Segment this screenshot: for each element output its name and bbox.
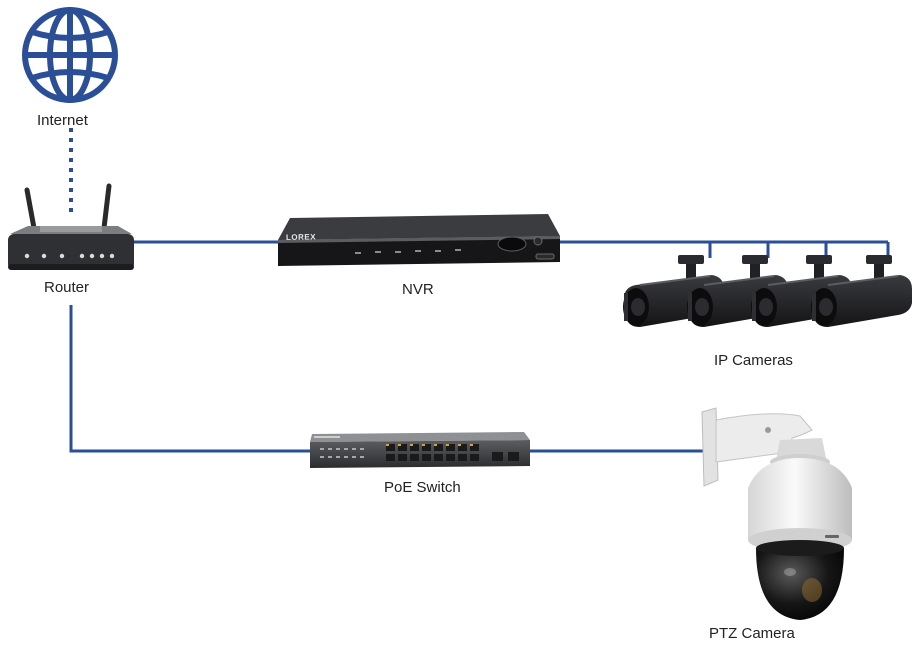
internet-label: Internet — [37, 112, 88, 129]
router-icon — [8, 183, 134, 270]
bullet-camera-icon — [810, 254, 913, 328]
ip-cameras-group — [622, 254, 913, 328]
ptz-camera-label: PTZ Camera — [709, 625, 795, 642]
router-switch-link — [69, 305, 312, 453]
connection-cables — [69, 128, 890, 453]
nvr-cameras-link — [556, 240, 890, 258]
network-switch-icon — [310, 432, 530, 468]
ip-cameras-label: IP Cameras — [714, 352, 793, 369]
nvr-brand-logo: LOREX — [286, 232, 316, 242]
router-label: Router — [44, 279, 90, 296]
nvr-label: NVR — [402, 281, 434, 298]
globe-icon — [22, 7, 118, 103]
nvr-recorder-icon — [278, 214, 560, 266]
poe-switch-label: PoE Switch — [384, 479, 461, 496]
ptz-dome-camera-icon — [701, 407, 852, 620]
